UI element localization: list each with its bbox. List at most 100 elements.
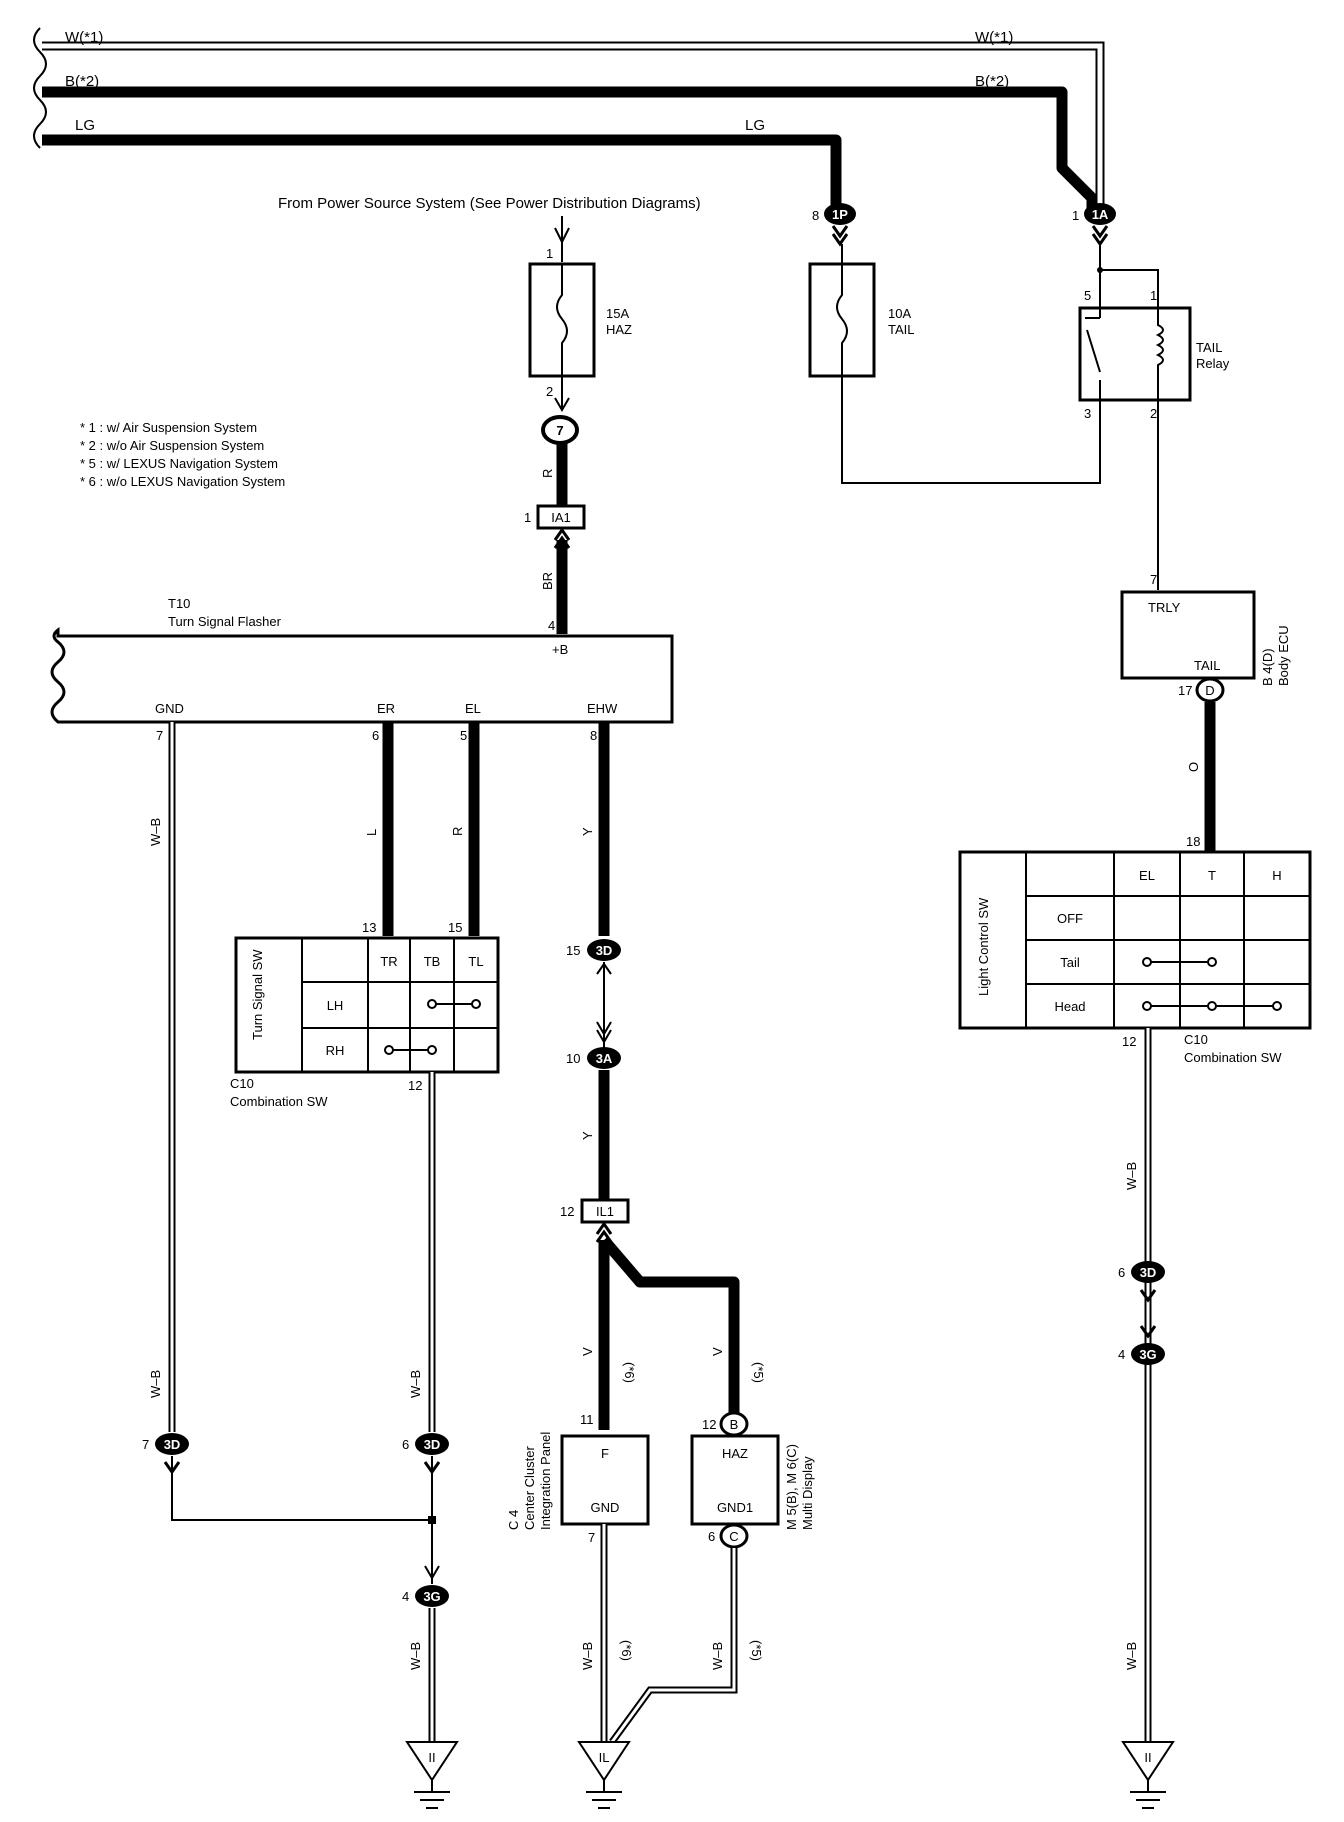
connector-3d-left: 3D (155, 1433, 189, 1455)
light-sw-name: Combination SW (1184, 1050, 1282, 1065)
connector-b-md-pin: 12 (702, 1417, 716, 1432)
svg-text:3D: 3D (596, 943, 613, 958)
fuse-tail-name: TAIL (888, 322, 915, 337)
connector-3d-left-pin: 7 (142, 1437, 149, 1452)
connector-1p-pin: 8 (812, 208, 819, 223)
connector-3d-sw: 3D (415, 1433, 449, 1455)
wire-v5-note: (*5) (751, 1362, 766, 1383)
connector-7: 7 (541, 415, 579, 445)
ecu-tail: TAIL (1194, 658, 1221, 673)
light-control-sw-table (958, 850, 1312, 1030)
connector-1p: 1P (824, 203, 856, 225)
turn-sw-rh-contact (384, 1045, 437, 1055)
connector-ia1-pin: 1 (524, 510, 531, 525)
wire-ehw-label: Y (580, 827, 595, 836)
cc-f: F (601, 1446, 609, 1461)
fuse-tail-element (836, 244, 848, 376)
bus-w-label-left: W(*1) (65, 29, 103, 46)
turn-sw-col-tb: TB (424, 954, 441, 969)
flasher-ehw-pin: 8 (590, 728, 597, 743)
turn-sw-lh-contact (427, 999, 481, 1009)
turn-sw-code: C10 (230, 1076, 254, 1091)
flasher-gnd-pin: 7 (156, 728, 163, 743)
wire-left-low-label: W–B (148, 1370, 163, 1398)
light-sw-title: Light Control SW (976, 897, 991, 996)
wire-o-label: O (1186, 762, 1201, 772)
tail-relay-pin5: 5 (1084, 288, 1091, 303)
connector-ia1-label: IA1 (551, 510, 571, 525)
connector-il1 (580, 1198, 630, 1224)
wire-3d-3a (596, 962, 612, 1048)
connector-c-md: C (719, 1523, 749, 1549)
arrows-3d-3g-right (1139, 1289, 1157, 1339)
wire-1a-relay (1099, 244, 1159, 308)
wire-md-gnd (609, 1548, 738, 1745)
wire-cc-note: (*6) (619, 1640, 634, 1661)
bus-b-label-right: B(*2) (975, 73, 1009, 90)
connector-c-md-pin: 6 (708, 1529, 715, 1544)
svg-text:7: 7 (556, 423, 563, 438)
arrow-1p (831, 225, 849, 247)
connector-3g-left: 3G (415, 1585, 449, 1607)
flasher-er-pin: 6 (372, 728, 379, 743)
fuse-tail-rating: 10A (888, 306, 911, 321)
connector-3d-sw-pin: 6 (402, 1437, 409, 1452)
bus-b-label-left: B(*2) (65, 73, 99, 90)
wire-v6-label: V (580, 1347, 595, 1356)
svg-text:3D: 3D (1140, 1265, 1157, 1280)
power-arrow (554, 216, 570, 262)
ground-right-label: II (1144, 1750, 1151, 1765)
bus-w-label-right: W(*1) (975, 29, 1013, 46)
note-1: * 1 : w/ Air Suspension System (80, 420, 257, 435)
svg-text:3D: 3D (164, 1437, 181, 1452)
flasher-er: ER (377, 701, 395, 716)
md-name: Multi Display (800, 1456, 815, 1530)
fuse-haz-rating: 15A (606, 306, 629, 321)
ground-right (1121, 1741, 1175, 1809)
center-cluster-box (560, 1434, 650, 1526)
wire-3a-il1-label: Y (580, 1131, 595, 1140)
power-source-note: From Power Source System (See Power Dist… (278, 195, 701, 212)
tail-relay (1078, 306, 1192, 402)
tail-relay-name: TAIL (1196, 340, 1223, 355)
ecu-code: B 4(D) (1260, 648, 1275, 686)
note-6: * 6 : w/o LEXUS Navigation System (80, 474, 285, 489)
light-sw-col-h: H (1272, 868, 1281, 883)
connector-3g-right-pin: 4 (1118, 1347, 1125, 1362)
flasher-el: EL (465, 701, 481, 716)
turn-sw-pin-tl: 15 (448, 920, 462, 935)
svg-text:1P: 1P (832, 207, 848, 222)
svg-text:3A: 3A (596, 1051, 613, 1066)
light-sw-row-head: Head (1054, 999, 1085, 1014)
junction-gnd (428, 1516, 436, 1524)
ground-mid (577, 1741, 631, 1809)
turn-sw-pin-out: 12 (408, 1078, 422, 1093)
connector-3d-mid-pin: 15 (566, 943, 580, 958)
fuse-haz-pin-in: 1 (546, 246, 553, 261)
wire-br-label: BR (540, 572, 555, 590)
md-code: M 5(B), M 6(C) (784, 1444, 799, 1530)
svg-text:3G: 3G (423, 1589, 440, 1604)
cc-name1: Center Cluster (522, 1446, 537, 1530)
connector-3d-mid: 3D (587, 939, 621, 961)
light-sw-code: C10 (1184, 1032, 1208, 1047)
wire-er-label: L (364, 829, 379, 836)
connector-3g-left-pin: 4 (402, 1589, 409, 1604)
cc-gnd-pin: 7 (588, 1530, 595, 1545)
light-sw-row-off: OFF (1057, 911, 1083, 926)
connector-3a-pin: 10 (566, 1051, 580, 1066)
cc-gnd: GND (591, 1500, 620, 1515)
svg-text:C: C (729, 1529, 738, 1544)
ecu-name: Body ECU (1276, 625, 1291, 686)
flasher-gnd: GND (155, 701, 184, 716)
wire-sw-low-label: W–B (408, 1370, 423, 1398)
connector-d-ecu: D (1195, 677, 1225, 703)
connector-il1-label: IL1 (596, 1204, 614, 1219)
fuse-haz-pin-out: 2 (546, 384, 553, 399)
md-gnd1: GND1 (717, 1500, 753, 1515)
light-sw-tail-contact (1142, 957, 1217, 967)
wire-gnd-junction (171, 1456, 440, 1584)
turn-sw-pin-tr: 13 (362, 920, 376, 935)
arrow-1a (1091, 225, 1109, 247)
turn-sw-title: Turn Signal SW (250, 949, 265, 1040)
